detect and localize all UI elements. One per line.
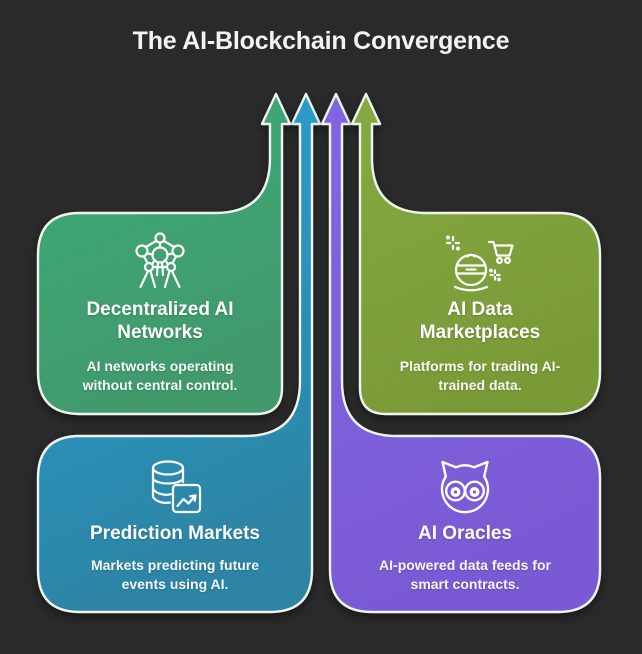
database-chart-icon bbox=[144, 456, 206, 518]
card-description: Markets predicting future events using A… bbox=[90, 557, 260, 592]
arrow-shape-decentralized-ai bbox=[36, 92, 292, 416]
arrow-shape-ai-data-marketplaces bbox=[350, 92, 602, 416]
card-title: AI Data Marketplaces bbox=[419, 299, 541, 344]
card-ai-oracles: AI Oracles AI-powered data feeds for sma… bbox=[330, 436, 600, 612]
card-description: AI networks operating without central co… bbox=[82, 358, 238, 393]
card-prediction-markets: Prediction Markets Markets predicting fu… bbox=[38, 436, 312, 612]
card-ai-data-marketplaces: AI Data Marketplaces Platforms for tradi… bbox=[360, 213, 600, 414]
card-title: Prediction Markets bbox=[90, 523, 260, 544]
arrow-shape-ai-oracles bbox=[320, 92, 602, 614]
card-decentralized-ai-networks: Decentralized AI Networks AI networks op… bbox=[38, 213, 282, 414]
card-description: AI-powered data feeds for smart contract… bbox=[379, 557, 551, 592]
network-icon bbox=[129, 230, 191, 292]
card-description: Platforms for trading AI-trained data. bbox=[399, 358, 561, 393]
card-title: Decentralized AI Networks bbox=[86, 299, 234, 344]
page-title: The AI-Blockchain Convergence bbox=[132, 27, 510, 55]
owl-icon bbox=[434, 456, 496, 518]
card-title: AI Oracles bbox=[418, 523, 512, 544]
robot-shopping-cart-icon bbox=[445, 230, 515, 292]
arrow-shape-prediction-markets bbox=[36, 92, 322, 614]
